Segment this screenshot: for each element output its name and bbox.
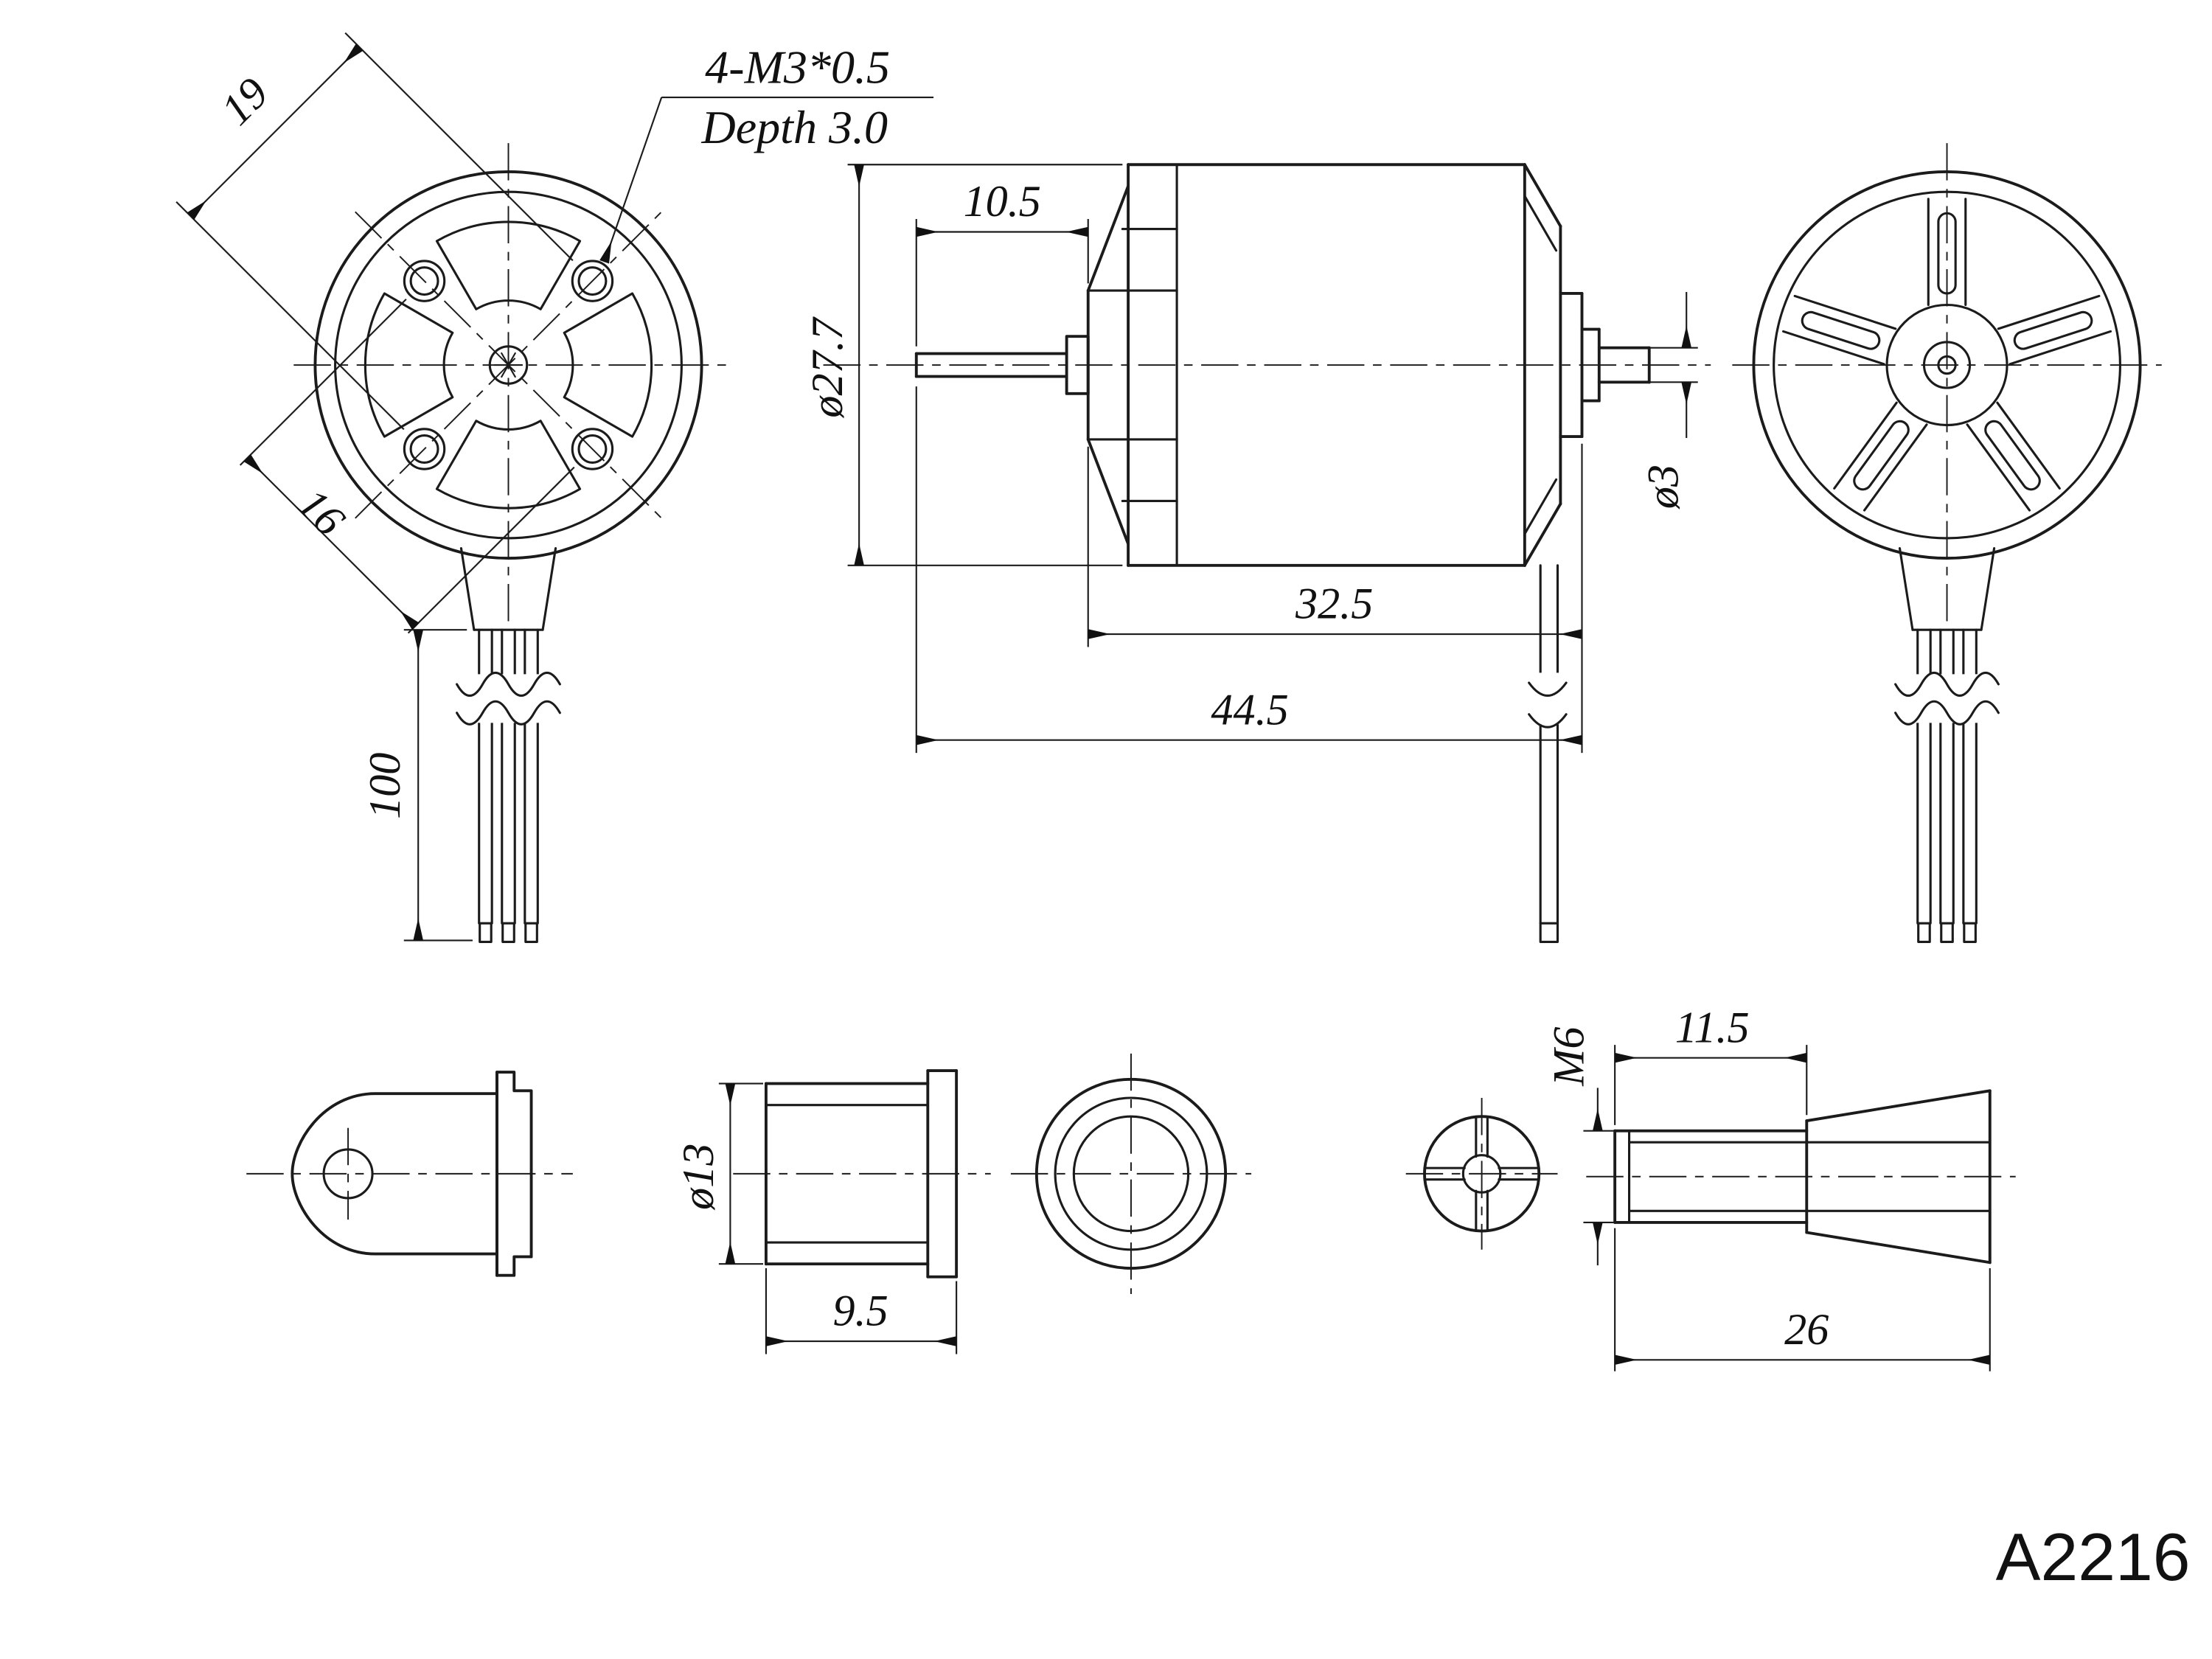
dimension-26: 26: [1614, 1228, 1991, 1371]
threaded-shank: [1613, 1129, 1809, 1224]
dimension-10-5: 10.5: [915, 177, 1089, 347]
dim-27-7-label: ø27.7: [803, 316, 852, 418]
safety-hole: [322, 1148, 374, 1200]
spinner-flange-outline: [495, 1071, 533, 1277]
inner-rim-circle: [1773, 190, 2121, 540]
note-thread-depth: Depth 3.0: [700, 101, 888, 153]
dimension-27-7: ø27.7: [803, 164, 1123, 566]
dim-100-label: 100: [361, 753, 410, 819]
mounting-holes: [403, 260, 614, 470]
sleeve-middle-circle: [1054, 1096, 1208, 1251]
dimension-m6: M6: [1544, 1027, 1618, 1266]
collet-bore-circle: [1461, 1154, 1502, 1194]
mounting-hole-note: 4-M3*0.5 Depth 3.0: [599, 41, 934, 264]
motor-rear-view: [1732, 143, 2162, 943]
dim-44-5-label: 44.5: [1211, 685, 1288, 734]
dim-26-label: 26: [1784, 1305, 1829, 1354]
center-shaft-hole: [488, 345, 529, 385]
dim-13-label: ø13: [674, 1144, 723, 1211]
collet-sleeve-side-view: ø13 9.5: [674, 1069, 991, 1354]
dim-10-5-label: 10.5: [964, 177, 1041, 226]
sleeve-outer-circle: [1034, 1077, 1228, 1270]
spinner-cone-outline: [291, 1092, 498, 1256]
motor-can: [1127, 163, 1526, 567]
motor-wires-rear: [1891, 546, 2006, 943]
collet-side-view: M6 11.5 26: [1544, 1003, 2016, 1371]
collet-slits: [1425, 1116, 1539, 1231]
dimension-9-5: 9.5: [765, 1268, 958, 1354]
collet-cone: [1805, 1089, 1992, 1265]
motor-side-view: 10.5 ø27.7 32.5 44.5 ø3: [803, 163, 1711, 943]
dim-32-5-label: 32.5: [1295, 580, 1373, 629]
dimension-3: ø3: [1639, 292, 1698, 509]
collet-outer-circle: [1423, 1115, 1541, 1233]
collet-sleeve-front-view: [1010, 1053, 1252, 1294]
outer-rim-circle: [313, 170, 703, 560]
dim-3-label: ø3: [1639, 465, 1688, 509]
motor-wires-front: [452, 546, 568, 943]
dim-m6-label: M6: [1544, 1027, 1593, 1087]
hub-circle: [1885, 303, 2008, 427]
spinner-nut-view: [246, 1071, 573, 1277]
outer-rim-circle: [1752, 170, 2142, 560]
note-thread-spec: 4-M3*0.5: [705, 41, 890, 94]
dim-9-5-label: 9.5: [832, 1287, 888, 1336]
inner-rim-circle: [334, 190, 683, 540]
dim-11-5-label: 11.5: [1675, 1003, 1750, 1052]
mount-flange: [1086, 163, 1178, 567]
dimension-32-5: 32.5: [1087, 446, 1582, 647]
sleeve-bore-circle: [1072, 1115, 1190, 1233]
dimension-100: 100: [361, 629, 473, 942]
dimension-11-5: 11.5: [1614, 1003, 1808, 1125]
hub-center-hole: [1937, 355, 1957, 375]
rear-bell: [1523, 163, 1651, 567]
dimension-44-5: 44.5: [915, 386, 1583, 754]
part-number: A2216: [1996, 1520, 2191, 1595]
collet-front-view: [1405, 1097, 1558, 1250]
wire-break-symbol: [456, 671, 561, 698]
dimension-13: ø13: [674, 1082, 764, 1265]
hub-bore-circle: [1922, 341, 1972, 389]
